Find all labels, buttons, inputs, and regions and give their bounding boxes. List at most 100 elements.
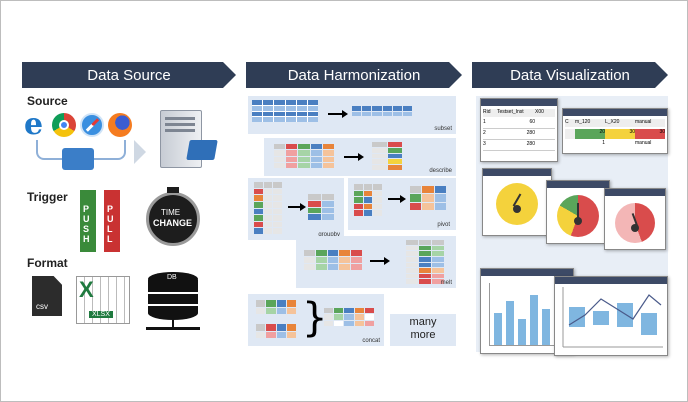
table-row: 1 60 [483,119,555,129]
banner-data-source: Data Source [22,62,236,88]
colored-table-titlebar [563,109,667,116]
gauge-pink [615,203,655,243]
describe-table-result [372,142,402,170]
table-cell: 2 [483,130,486,136]
gauge-window-2 [546,180,610,244]
melt-panel: melt [296,236,456,288]
describe-label: describe [429,168,452,174]
arrow-right-icon [134,140,146,164]
push-icon: PUSH [80,190,96,252]
pivot-arrow [388,195,406,203]
table-header-cell: L_X20 [605,119,620,125]
groupby-panel: groupby [248,178,344,240]
bar [518,319,526,345]
watch-text-change: CHANGE [153,218,193,228]
bar [530,295,538,345]
bar-chart-titlebar [481,269,573,276]
table-window-titlebar [481,99,557,106]
table-cell: 30 [605,129,635,139]
melt-arrow [370,257,390,265]
line-chart-titlebar [555,277,667,284]
colored-table-header: C m_120 L_X20 manual [565,119,665,127]
stopwatch-icon: TIME CHANGE [146,187,200,246]
table-cell: 30 [635,129,665,139]
melt-label: melt [440,280,452,286]
colored-table-row: 20 30 30 [565,129,665,139]
table-header-cell: m_120 [575,119,591,125]
pull-text: PULL [107,204,114,244]
gauge-red [557,195,599,237]
line-chart-svg [562,287,663,348]
excel-icon: X XLSX [76,276,130,324]
pivot-table-input [354,184,382,216]
line-chart-window [554,276,668,356]
describe-table-input [274,144,334,168]
table-cell: 60 [529,119,535,125]
table-cell: 3 [483,141,486,147]
table-header-cell: Testset_Inst [497,109,524,115]
table-row: 2 280 [483,130,555,140]
box [617,303,633,327]
melt-table-input [304,250,362,270]
subset-panel: subset [248,96,456,134]
bar [494,313,502,345]
subset-table-result [352,106,412,116]
groupby-table-result [308,194,334,220]
pull-icon: PULL [104,190,120,252]
table-header-row: Rid Testset_Inst X00 [483,109,555,117]
table-header-cell: Rid [483,109,491,115]
subset-label: subset [434,126,452,132]
pivot-panel: pivot [348,178,456,230]
describe-panel: describe [264,138,456,176]
table-header-cell: X00 [535,109,544,115]
concat-table-b [256,324,296,338]
groupby-label: groupby [318,232,340,238]
table-window: Rid Testset_Inst X00 1 60 2 280 3 280 [480,98,558,162]
colored-table-row: 1 manual [565,140,665,149]
subset-table-full [252,100,318,122]
watch-text-time: TIME [161,208,181,217]
bar [542,309,550,345]
folder-open-icon [186,140,218,160]
gauge-window-3 [604,188,666,250]
concat-label: concat [362,338,380,344]
ie-icon: e [24,107,44,142]
table-cell: 20 [575,129,605,139]
folder-icon [62,148,94,170]
table-row: 3 280 [483,141,555,151]
groupby-arrow [288,203,306,211]
banner-data-visualization: Data Visualization [472,62,668,88]
concat-panel: } concat [248,294,384,346]
push-text: PUSH [83,204,90,244]
safari-icon [80,113,104,137]
box [641,313,657,335]
database-icon: DB [146,272,200,330]
trigger-label: Trigger [27,190,68,204]
trend-line [568,294,662,326]
db-text: DB [167,274,177,281]
many-more-label: many more [409,316,437,341]
table-cell: manual [635,140,652,146]
table-header-cell: C [565,119,569,125]
gauge-yellow [496,183,538,225]
table-cell: 280 [526,141,535,147]
chrome-icon [52,113,76,137]
bar [506,301,514,345]
format-label: Format [27,256,68,270]
csv-text: csv [36,302,48,311]
gauge-window-titlebar [605,189,665,196]
csv-icon: csv [32,276,62,316]
table-cell: 1 [602,140,605,146]
subset-arrow [328,110,348,118]
table-header-cell: manual [635,119,652,125]
table-cell: 280 [526,130,535,136]
melt-table-result [406,240,444,284]
gauge-window-titlebar [547,181,609,188]
colored-table-window: C m_120 L_X20 manual 20 30 30 1 manual [562,108,668,154]
gauge-window-titlebar [483,169,551,176]
pivot-table-result [410,186,446,210]
gauge-window-1 [482,168,552,236]
brace-icon: } [302,295,328,341]
firefox-icon [108,113,132,137]
concat-table-result [324,308,374,326]
